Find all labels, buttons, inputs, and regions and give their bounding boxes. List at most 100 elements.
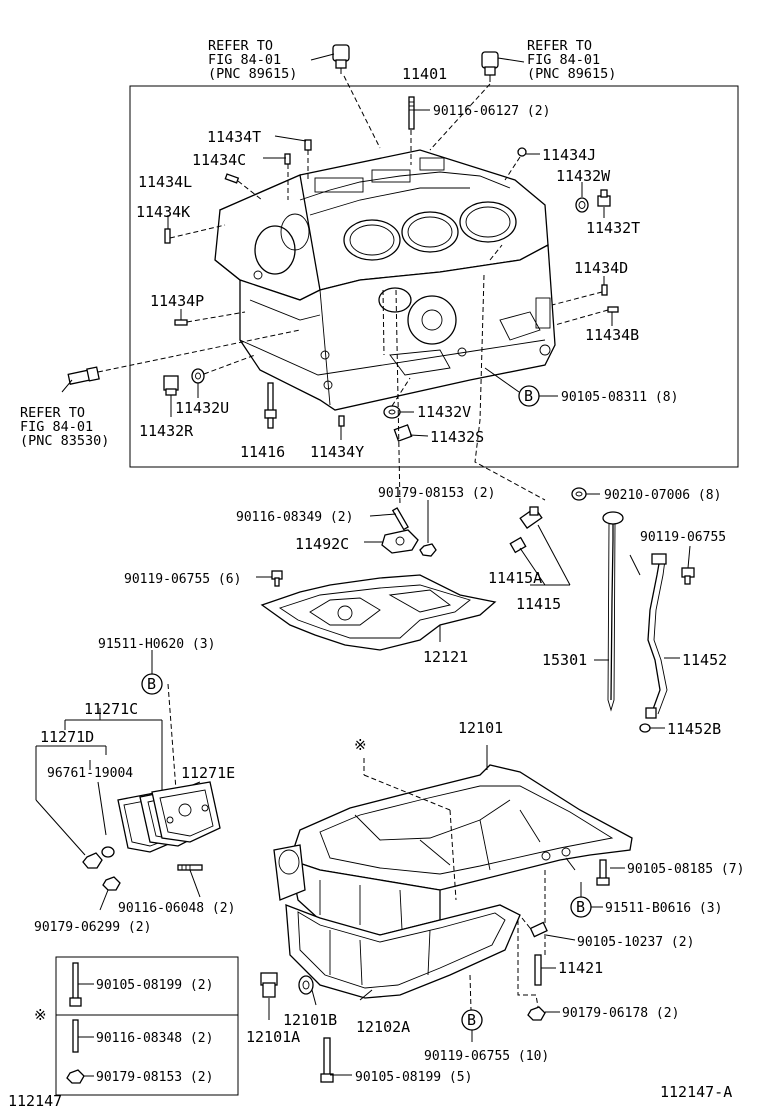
part-labels: 11401 90116-06127 (2) 11434T 11434C 1143… bbox=[8, 65, 744, 1110]
label-12102A: 12102A bbox=[356, 1018, 410, 1036]
plug-11271D-icon bbox=[82, 852, 103, 869]
label-11271E: 11271E bbox=[181, 764, 235, 782]
svg-text:B: B bbox=[467, 1011, 476, 1029]
stud-11416-icon bbox=[264, 382, 277, 429]
label-90179-08153-top: 90179-08153 (2) bbox=[378, 486, 495, 501]
svg-text:FIG 84-01: FIG 84-01 bbox=[208, 52, 281, 68]
label-90179-06299: 90179-06299 (2) bbox=[34, 920, 151, 935]
pin-11434Y-icon bbox=[338, 415, 345, 427]
svg-text:REFER TO: REFER TO bbox=[20, 405, 85, 421]
label-90179-06178: 90179-06178 (2) bbox=[562, 1006, 679, 1021]
svg-text:(PNC 83530): (PNC 83530) bbox=[20, 433, 109, 449]
label-90116-08349: 90116-08349 (2) bbox=[236, 510, 353, 525]
nut-90179-06178-icon bbox=[527, 1006, 546, 1021]
nipple-11415A-icon bbox=[509, 536, 527, 554]
label-11434D: 11434D bbox=[574, 259, 628, 277]
label-90119-06755-6: 90119-06755 (6) bbox=[124, 572, 241, 587]
label-12101A: 12101A bbox=[246, 1028, 300, 1046]
cylinder-block-icon bbox=[214, 149, 556, 411]
bolt-90119-06755-icon bbox=[681, 567, 695, 585]
asterisk-marker-top: ※ bbox=[354, 736, 367, 754]
ref-block-left: REFER TO FIG 84-01 (PNC 83530) bbox=[20, 405, 109, 449]
dipstick-15301-icon bbox=[602, 511, 624, 712]
label-11421: 11421 bbox=[558, 959, 603, 977]
plug-11432W-icon bbox=[575, 197, 589, 213]
label-11434B: 11434B bbox=[585, 326, 639, 344]
label-91511-B0616: 91511-B0616 (3) bbox=[605, 901, 722, 916]
label-11416: 11416 bbox=[240, 443, 285, 461]
svg-text:B: B bbox=[147, 675, 156, 693]
marker-b-right: B bbox=[570, 896, 592, 918]
marker-b-bottom: B bbox=[461, 1009, 483, 1031]
svg-text:FIG 84-01: FIG 84-01 bbox=[20, 419, 93, 435]
label-11434J: 11434J bbox=[542, 146, 596, 164]
svg-text:B: B bbox=[576, 898, 585, 916]
nut-90179-08153a-icon bbox=[419, 543, 437, 557]
dipstick-guide-11452-icon bbox=[645, 553, 668, 719]
knock-sensor-left-icon bbox=[310, 44, 350, 74]
gasket-96761-19004-icon bbox=[101, 846, 115, 858]
label-11434P: 11434P bbox=[150, 292, 204, 310]
stud-90116-06048-icon bbox=[177, 864, 203, 871]
bracket-11492C-icon bbox=[381, 529, 419, 554]
label-11432T: 11432T bbox=[586, 219, 640, 237]
label-11271D: 11271D bbox=[40, 728, 94, 746]
label-11401: 11401 bbox=[402, 65, 447, 83]
stud-90116-08348-icon bbox=[72, 1019, 79, 1053]
label-12101B: 12101B bbox=[283, 1011, 337, 1029]
ref-block-top-left: REFER TO FIG 84-01 (PNC 89615) bbox=[208, 38, 297, 82]
label-11432W: 11432W bbox=[556, 167, 611, 185]
label-11434Y: 11434Y bbox=[310, 443, 364, 461]
stud-11421-icon bbox=[534, 954, 542, 986]
ref-block-top-right: REFER TO FIG 84-01 (PNC 89615) bbox=[527, 38, 616, 82]
baffle-plate-12121-icon bbox=[260, 574, 497, 651]
pin-11434B-icon bbox=[607, 306, 619, 313]
label-90119-06755: 90119-06755 bbox=[640, 530, 726, 545]
label-90105-10237: 90105-10237 (2) bbox=[577, 935, 694, 950]
block-group-frame bbox=[129, 85, 739, 468]
bolt-90105-08199-5-icon bbox=[320, 1037, 334, 1083]
washer-11432V-icon bbox=[383, 405, 401, 419]
oil-pressure-switch-icon bbox=[61, 366, 100, 393]
label-15301: 15301 bbox=[542, 651, 587, 669]
label-11432V: 11432V bbox=[417, 403, 471, 421]
pin-11434T-icon bbox=[304, 139, 312, 151]
label-11434T: 11434T bbox=[207, 128, 261, 146]
label-11432S: 11432S bbox=[430, 428, 484, 446]
label-11434L: 11434L bbox=[138, 173, 192, 191]
washer-90210-07006-icon bbox=[571, 487, 587, 501]
pin-11434J-icon bbox=[517, 147, 527, 157]
pin-11434D-icon bbox=[601, 284, 608, 296]
label-90105-08311: 90105-08311 (8) bbox=[561, 390, 678, 405]
oring-11452B-icon bbox=[639, 723, 651, 733]
label-90116-08348: 90116-08348 (2) bbox=[96, 1031, 213, 1046]
label-90119-06755-10: 90119-06755 (10) bbox=[424, 1049, 549, 1064]
label-96761-19004: 96761-19004 bbox=[47, 766, 133, 781]
bolt-90105-10237-icon bbox=[529, 921, 548, 938]
union-11415-icon bbox=[519, 506, 543, 529]
label-11434C: 11434C bbox=[192, 151, 246, 169]
pin-11434L-icon bbox=[224, 173, 240, 184]
drain-plug-12101A-icon bbox=[260, 972, 278, 998]
label-11452B: 11452B bbox=[667, 720, 721, 738]
label-11271C: 11271C bbox=[84, 700, 138, 718]
svg-text:B: B bbox=[524, 387, 533, 405]
plug-11432S-icon bbox=[393, 424, 413, 442]
washer-12101B-icon bbox=[298, 975, 314, 995]
label-90105-08199-5: 90105-08199 (5) bbox=[355, 1070, 472, 1085]
marker-b-block: B bbox=[518, 385, 540, 407]
pin-11434K-icon bbox=[164, 228, 171, 244]
pin-11434C-icon bbox=[284, 153, 291, 165]
marker-b-upper: B bbox=[141, 673, 163, 695]
nut-90179-06299-icon bbox=[102, 876, 121, 891]
label-91511-H0620: 91511-H0620 (3) bbox=[98, 637, 215, 652]
oil-pan-lower-12102A-icon bbox=[285, 904, 521, 999]
label-11415A: 11415A bbox=[488, 569, 542, 587]
label-11432R: 11432R bbox=[139, 422, 194, 440]
figure-id-left: 112147 bbox=[8, 1092, 62, 1110]
svg-text:REFER TO: REFER TO bbox=[208, 38, 273, 54]
label-12121: 12121 bbox=[423, 648, 468, 666]
label-11432U: 11432U bbox=[175, 399, 229, 417]
